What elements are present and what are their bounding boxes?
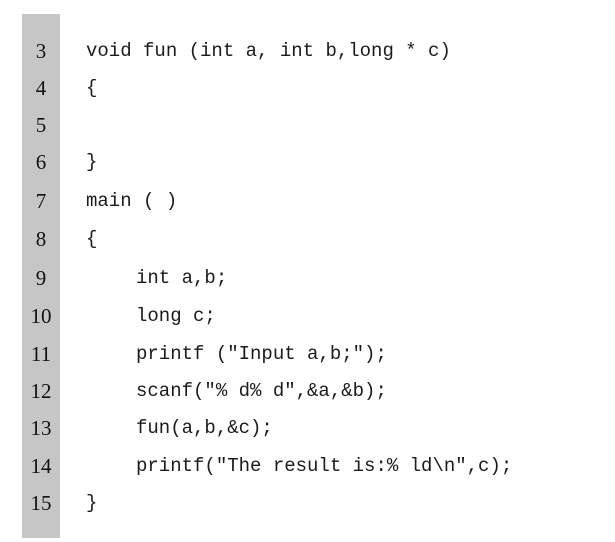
line-number: 12: [30, 379, 52, 403]
line-number: 5: [35, 113, 47, 137]
code-text: fun(a,b,&c);: [136, 417, 273, 439]
code-line: 12 scanf("% d% d",&a,&b);: [0, 374, 615, 408]
code-line: 15 }: [0, 486, 615, 520]
line-number: 4: [35, 76, 47, 100]
code-line: 7 main ( ): [0, 184, 615, 218]
code-text: void fun (int a, int b,long * c): [86, 40, 451, 62]
code-line: 5: [0, 108, 615, 142]
line-number: 7: [35, 189, 47, 213]
code-text: int a,b;: [136, 267, 228, 289]
code-line: 10 long c;: [0, 299, 615, 333]
line-number: 15: [30, 491, 52, 515]
code-text: printf ("Input a,b;");: [136, 343, 387, 365]
line-number: 10: [30, 304, 52, 328]
code-line: 11 printf ("Input a,b;");: [0, 337, 615, 371]
code-text: }: [86, 492, 98, 514]
code-text: {: [86, 228, 98, 250]
line-number: 6: [35, 150, 47, 174]
code-line: 13 fun(a,b,&c);: [0, 411, 615, 445]
line-number: 3: [35, 39, 47, 63]
code-line: 3 void fun (int a, int b,long * c): [0, 34, 615, 68]
code-text: main ( ): [86, 190, 178, 212]
line-number: 14: [30, 454, 52, 478]
code-line: 14 printf("The result is:% ld\n",c);: [0, 449, 615, 483]
code-text: scanf("% d% d",&a,&b);: [136, 380, 387, 402]
line-number-gutter: [22, 14, 60, 538]
code-text: }: [86, 151, 98, 173]
code-text: {: [86, 77, 98, 99]
code-line: 8 {: [0, 222, 615, 256]
line-number: 8: [35, 227, 47, 251]
code-line: 6 }: [0, 145, 615, 179]
code-line: 4 {: [0, 71, 615, 105]
line-number: 9: [35, 266, 47, 290]
code-text: printf("The result is:% ld\n",c);: [136, 455, 513, 477]
code-line: 9 int a,b;: [0, 261, 615, 295]
code-text: long c;: [136, 305, 216, 327]
line-number: 13: [30, 416, 52, 440]
line-number: 11: [30, 342, 52, 366]
